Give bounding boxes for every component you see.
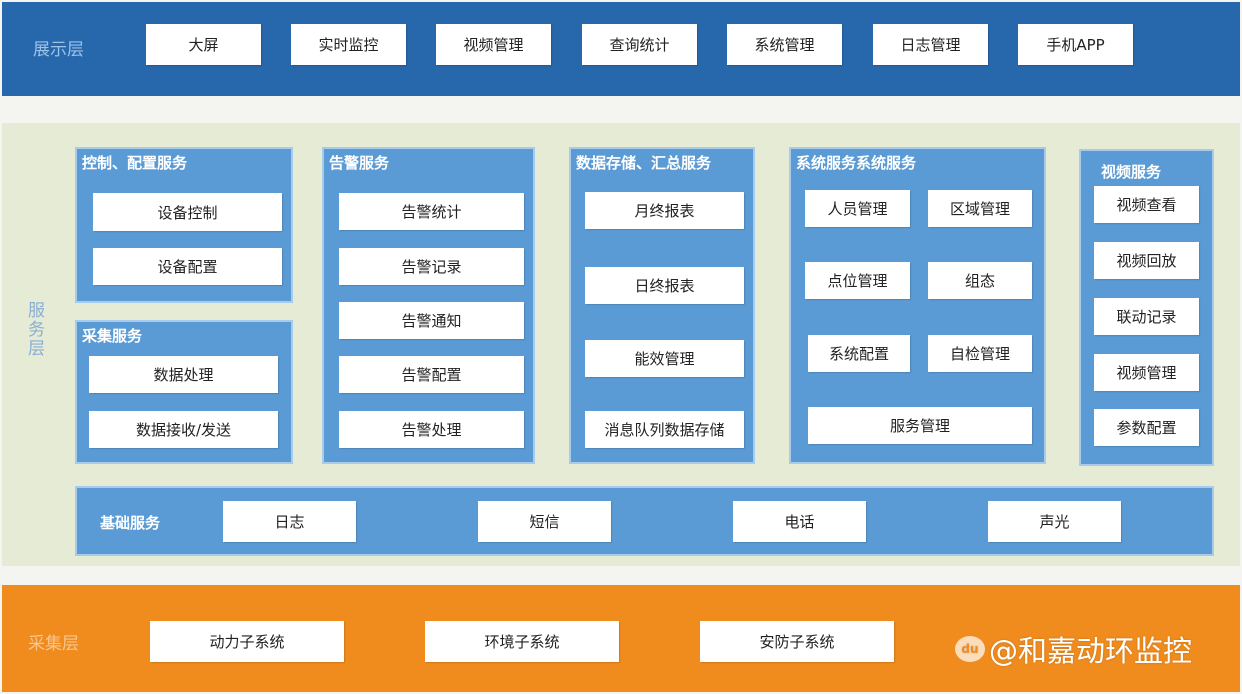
service-item: 设备配置	[93, 248, 282, 285]
service-item: 告警配置	[339, 356, 524, 393]
service-item: 联动记录	[1094, 298, 1199, 335]
display-layer-label: 展示层	[33, 40, 84, 60]
service-item: 数据处理	[89, 356, 278, 393]
watermark-text: @和嘉动环监控	[989, 634, 1193, 668]
service-item: 月终报表	[585, 192, 744, 229]
service-item: 视频管理	[1094, 354, 1199, 391]
panel-title: 视频服务	[1101, 163, 1162, 181]
service-item: 告警处理	[339, 411, 524, 448]
service-item: 组态	[928, 262, 1032, 299]
collect-item: 环境子系统	[425, 621, 619, 662]
service-item: 自检管理	[928, 335, 1032, 372]
display-item: 日志管理	[873, 24, 988, 65]
display-item: 实时监控	[291, 24, 406, 65]
service-item: 日志	[223, 501, 356, 542]
service-item: 短信	[478, 501, 611, 542]
service-item: 告警通知	[339, 302, 524, 339]
service-item: 告警统计	[339, 193, 524, 230]
panel-title: 数据存储、汇总服务	[576, 154, 712, 172]
service-item: 系统配置	[808, 335, 910, 372]
panel-title: 系统服务系统服务	[796, 154, 917, 172]
service-item: 设备控制	[93, 193, 282, 231]
panel-title: 控制、配置服务	[82, 154, 188, 172]
service-item: 数据接收/发送	[89, 411, 278, 448]
service-item: 告警记录	[339, 248, 524, 285]
service-item: 消息队列数据存储	[585, 411, 744, 448]
watermark: du @和嘉动环监控	[955, 628, 1192, 670]
display-item: 系统管理	[727, 24, 842, 65]
collect-item: 安防子系统	[700, 621, 894, 662]
panel-title: 基础服务	[100, 514, 161, 532]
service-item: 服务管理	[808, 407, 1032, 444]
panel-title: 告警服务	[329, 154, 390, 172]
service-item: 参数配置	[1094, 409, 1199, 446]
service-item: 电话	[733, 501, 866, 542]
panel-title: 采集服务	[82, 327, 143, 345]
display-item: 查询统计	[582, 24, 697, 65]
service-layer-label: 服务层	[24, 301, 44, 358]
service-item: 能效管理	[585, 340, 744, 377]
service-item: 视频回放	[1094, 242, 1199, 279]
service-item: 区域管理	[928, 190, 1032, 227]
collect-layer-label: 采集层	[28, 634, 79, 654]
collect-item: 动力子系统	[150, 621, 344, 662]
service-item: 日终报表	[585, 267, 744, 304]
service-item: 点位管理	[805, 262, 910, 299]
service-item: 人员管理	[805, 190, 910, 227]
baidu-logo-icon: du	[955, 636, 985, 662]
display-item: 视频管理	[436, 24, 551, 65]
display-item: 手机APP	[1018, 24, 1133, 65]
display-item: 大屏	[146, 24, 261, 65]
service-item: 视频查看	[1094, 186, 1199, 223]
service-item: 声光	[988, 501, 1121, 542]
